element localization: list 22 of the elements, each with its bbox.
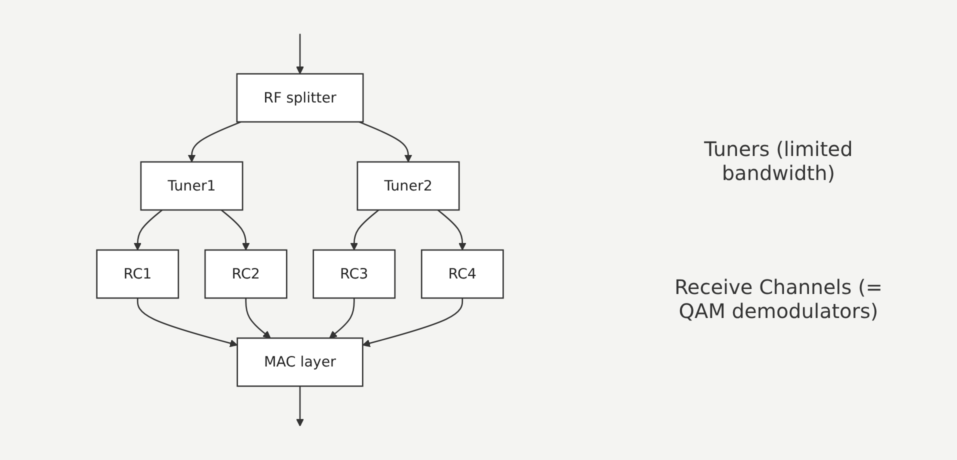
arrow [358,121,412,162]
process-box: RF splitter [236,73,364,123]
arrow [362,298,464,348]
process-box: RC2 [204,249,288,299]
process-box: RC3 [312,249,396,299]
arrow [188,121,242,162]
process-box: RC1 [96,249,180,299]
process-box: RC4 [420,249,504,299]
arrow [220,209,250,250]
arrow [245,298,271,338]
annotation-text: Receive Channels (= QAM demodulators) [673,275,884,323]
arrow [296,386,304,427]
arrow [350,209,380,250]
process-box: Tuner1 [140,161,244,211]
process-box: MAC layer [236,337,364,387]
arrow [136,298,238,348]
arrow [296,34,304,74]
annotation-text: Tuners (limited bandwidth) [703,137,854,185]
arrow [134,209,163,250]
process-box: Tuner2 [356,161,460,211]
arrow [437,209,466,250]
arrow [329,298,355,338]
